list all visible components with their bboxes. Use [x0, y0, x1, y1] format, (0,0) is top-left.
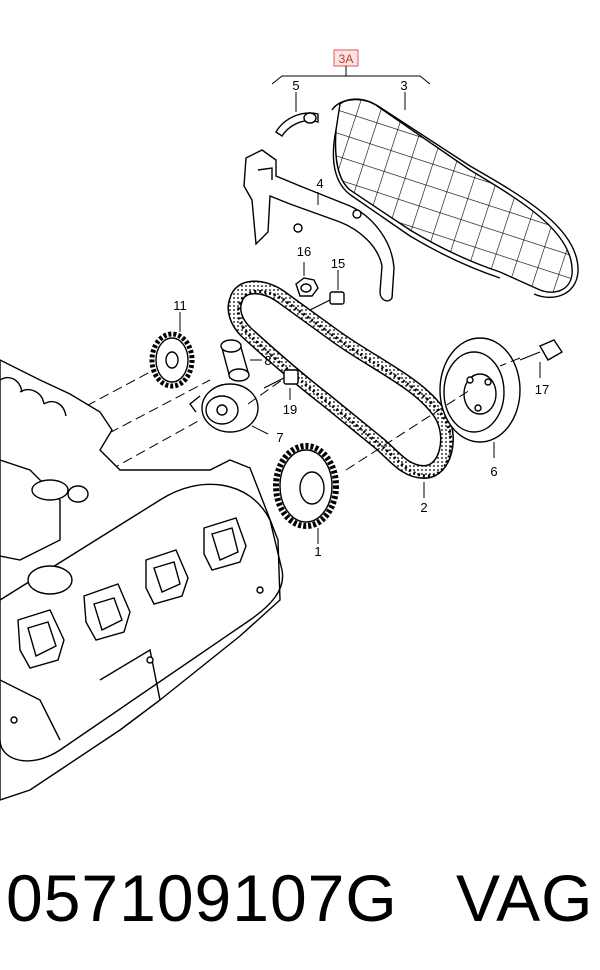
callout-4: 4 — [316, 176, 323, 191]
part-19-bolt — [263, 369, 299, 400]
part-7-tensioner — [189, 383, 269, 435]
callout-5: 5 — [292, 78, 299, 93]
callout-7: 7 — [276, 430, 283, 445]
callout-15: 15 — [331, 256, 345, 271]
callout-labels: 3 5 4 16 15 11 8 17 19 7 6 2 1 — [173, 78, 549, 559]
part-1-camshaft-sprocket — [273, 443, 339, 544]
part-4-inner-cover-bracket — [243, 149, 395, 302]
engine-cylinder-head — [0, 359, 284, 801]
part-15-bolt — [309, 270, 345, 311]
timing-belt-exploded-diagram: 3A — [0, 49, 579, 801]
part-11-idler-gear — [149, 312, 195, 389]
callout-17: 17 — [535, 382, 549, 397]
callout-11: 11 — [173, 298, 187, 313]
group-label: 3A — [339, 52, 354, 66]
part-16-nut — [295, 262, 319, 297]
caption-bar: 057109107G VAG — [0, 848, 600, 948]
part-6-crankshaft-pulley — [439, 337, 521, 458]
callout-1: 1 — [314, 544, 321, 559]
part-8-spacer — [220, 339, 262, 382]
part-2-timing-belt — [227, 280, 454, 498]
part-number: 057109107G — [6, 861, 398, 935]
callout-8: 8 — [264, 353, 271, 368]
part-3-timing-belt-cover — [331, 92, 579, 298]
callout-19: 19 — [283, 402, 297, 417]
group-bracket-3a: 3A — [271, 49, 431, 85]
part-5-clip — [275, 92, 319, 137]
callout-3: 3 — [400, 78, 407, 93]
callout-2: 2 — [420, 500, 427, 515]
callout-6: 6 — [490, 464, 497, 479]
callout-16: 16 — [297, 244, 311, 259]
part-17-bolt — [519, 339, 563, 378]
brand-name: VAG — [456, 861, 594, 935]
